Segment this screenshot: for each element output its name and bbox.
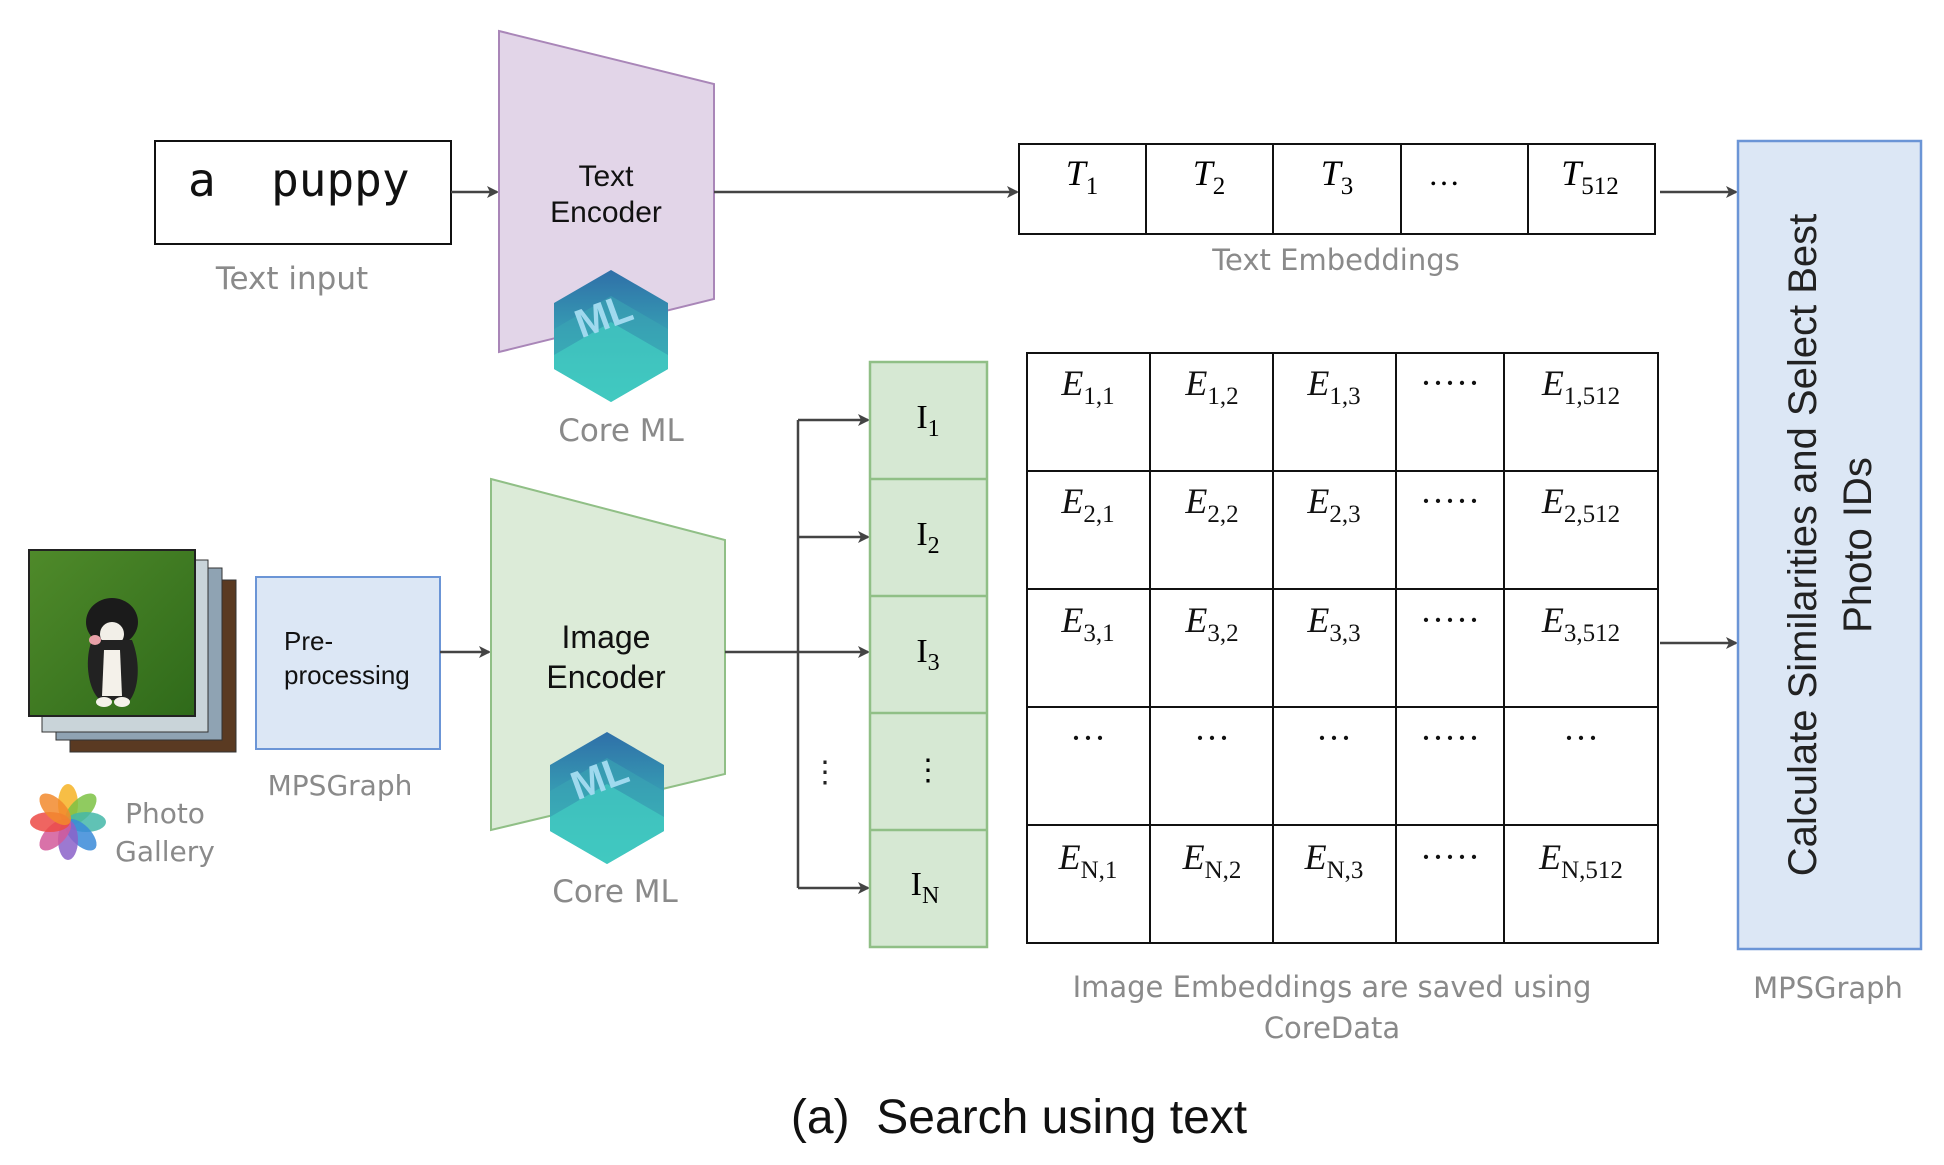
preprocessing-label-line2: processing	[284, 660, 410, 690]
puppy-image	[86, 598, 138, 707]
image-vector-cell: I1	[916, 399, 939, 442]
figure-caption: (a) Search using text	[791, 1091, 1247, 1144]
image-vector-cell: I3	[916, 633, 939, 676]
text-embeddings-caption: Text Embeddings	[1211, 243, 1459, 277]
branch-ellipsis: ⋮	[810, 756, 840, 789]
image-embedding-cell: E1,512	[1541, 363, 1620, 410]
image-embedding-cell: E2,512	[1541, 481, 1620, 528]
coreml-icon: ML	[554, 270, 668, 402]
image-encoder-label-line2: Encoder	[546, 659, 666, 695]
image-embedding-cell: EN,2	[1182, 837, 1242, 884]
image-embedding-cell: ···	[1563, 718, 1599, 758]
image-vector-cell-ellipsis: ⋮	[913, 754, 943, 787]
image-embedding-cell: E3,2	[1184, 600, 1238, 647]
image-encoder-caption: Core ML	[552, 874, 678, 910]
image-embeddings-matrix	[1026, 352, 1659, 944]
image-embedding-cell: ·····	[1420, 837, 1480, 877]
text-embedding-cell: T3	[1321, 153, 1354, 200]
image-embedding-cell: E2,3	[1306, 481, 1360, 528]
similarity-label-line1: Calculate Similarities and Select Best	[1781, 214, 1825, 877]
image-embedding-cell: ·····	[1420, 600, 1480, 640]
text-input-caption: Text input	[215, 261, 368, 297]
image-embedding-cell: ·····	[1420, 363, 1480, 403]
similarity-label-line2: Photo IDs	[1836, 457, 1880, 633]
similarity-caption: MPSGraph	[1753, 971, 1903, 1005]
image-vector	[868, 360, 989, 949]
preprocessing-label-line1: Pre-	[284, 626, 333, 656]
text-embedding-cell: T2	[1193, 153, 1226, 200]
text-encoder-shape	[498, 29, 715, 354]
text-embedding-cell-ellipsis: …	[1428, 156, 1460, 192]
svg-text:…: …	[1428, 156, 1460, 192]
image-embedding-cell: E2,1	[1060, 481, 1114, 528]
image-vector-cell: I2	[916, 516, 939, 559]
text-embedding-cell: T512	[1561, 153, 1619, 200]
image-embedding-cell: E2,2	[1184, 481, 1238, 528]
image-embedding-cell: ···	[1316, 718, 1352, 758]
image-embedding-cell: ···	[1194, 718, 1230, 758]
image-embedding-cell: EN,512	[1538, 837, 1623, 884]
image-embeddings-caption-line2: CoreData	[1264, 1011, 1400, 1045]
preprocessing-box	[255, 576, 441, 750]
photo-stack	[28, 549, 237, 753]
image-embedding-cell: EN,1	[1058, 837, 1118, 884]
text-encoder-label-line2: Encoder	[550, 196, 662, 229]
photos-app-icon	[30, 784, 106, 860]
image-encoder-shape	[490, 477, 726, 832]
svg-text:T512: T512	[1561, 153, 1619, 200]
image-embedding-cell: ···	[1070, 718, 1106, 758]
image-embedding-cell: ·····	[1420, 718, 1480, 758]
image-embedding-cell: E1,2	[1184, 363, 1238, 410]
text-encoder-label-line1: Text	[578, 160, 634, 193]
branch-arrows	[725, 414, 870, 894]
image-vector-cell: IN	[911, 866, 940, 909]
svg-text:T2: T2	[1193, 153, 1226, 200]
svg-text:T3: T3	[1321, 153, 1354, 200]
svg-text:T1: T1	[1066, 153, 1099, 200]
image-embedding-cell: ·····	[1420, 481, 1480, 521]
coreml-icon: ML	[550, 732, 664, 864]
image-embedding-cell: EN,3	[1304, 837, 1364, 884]
text-embedding-cell: T1	[1066, 153, 1099, 200]
image-encoder-label-line1: Image	[562, 619, 651, 655]
text-encoder-caption: Core ML	[558, 413, 684, 449]
image-embedding-cell: E3,3	[1306, 600, 1360, 647]
photo-gallery-label-line1: Photo	[125, 797, 205, 830]
similarity-box	[1736, 139, 1923, 951]
image-embedding-cell: E1,1	[1060, 363, 1114, 410]
image-embedding-cell: E3,512	[1541, 600, 1620, 647]
image-embedding-cell: E3,1	[1060, 600, 1114, 647]
preprocessing-caption: MPSGraph	[268, 769, 413, 802]
text-input-value: a puppy	[188, 153, 410, 207]
image-embedding-cell: E1,3	[1306, 363, 1360, 410]
text-input-box[interactable]	[154, 140, 452, 245]
image-embeddings-caption-line1: Image Embeddings are saved using	[1073, 970, 1592, 1004]
photo-gallery-label-line2: Gallery	[115, 835, 215, 868]
text-embeddings-vector	[1018, 143, 1656, 235]
